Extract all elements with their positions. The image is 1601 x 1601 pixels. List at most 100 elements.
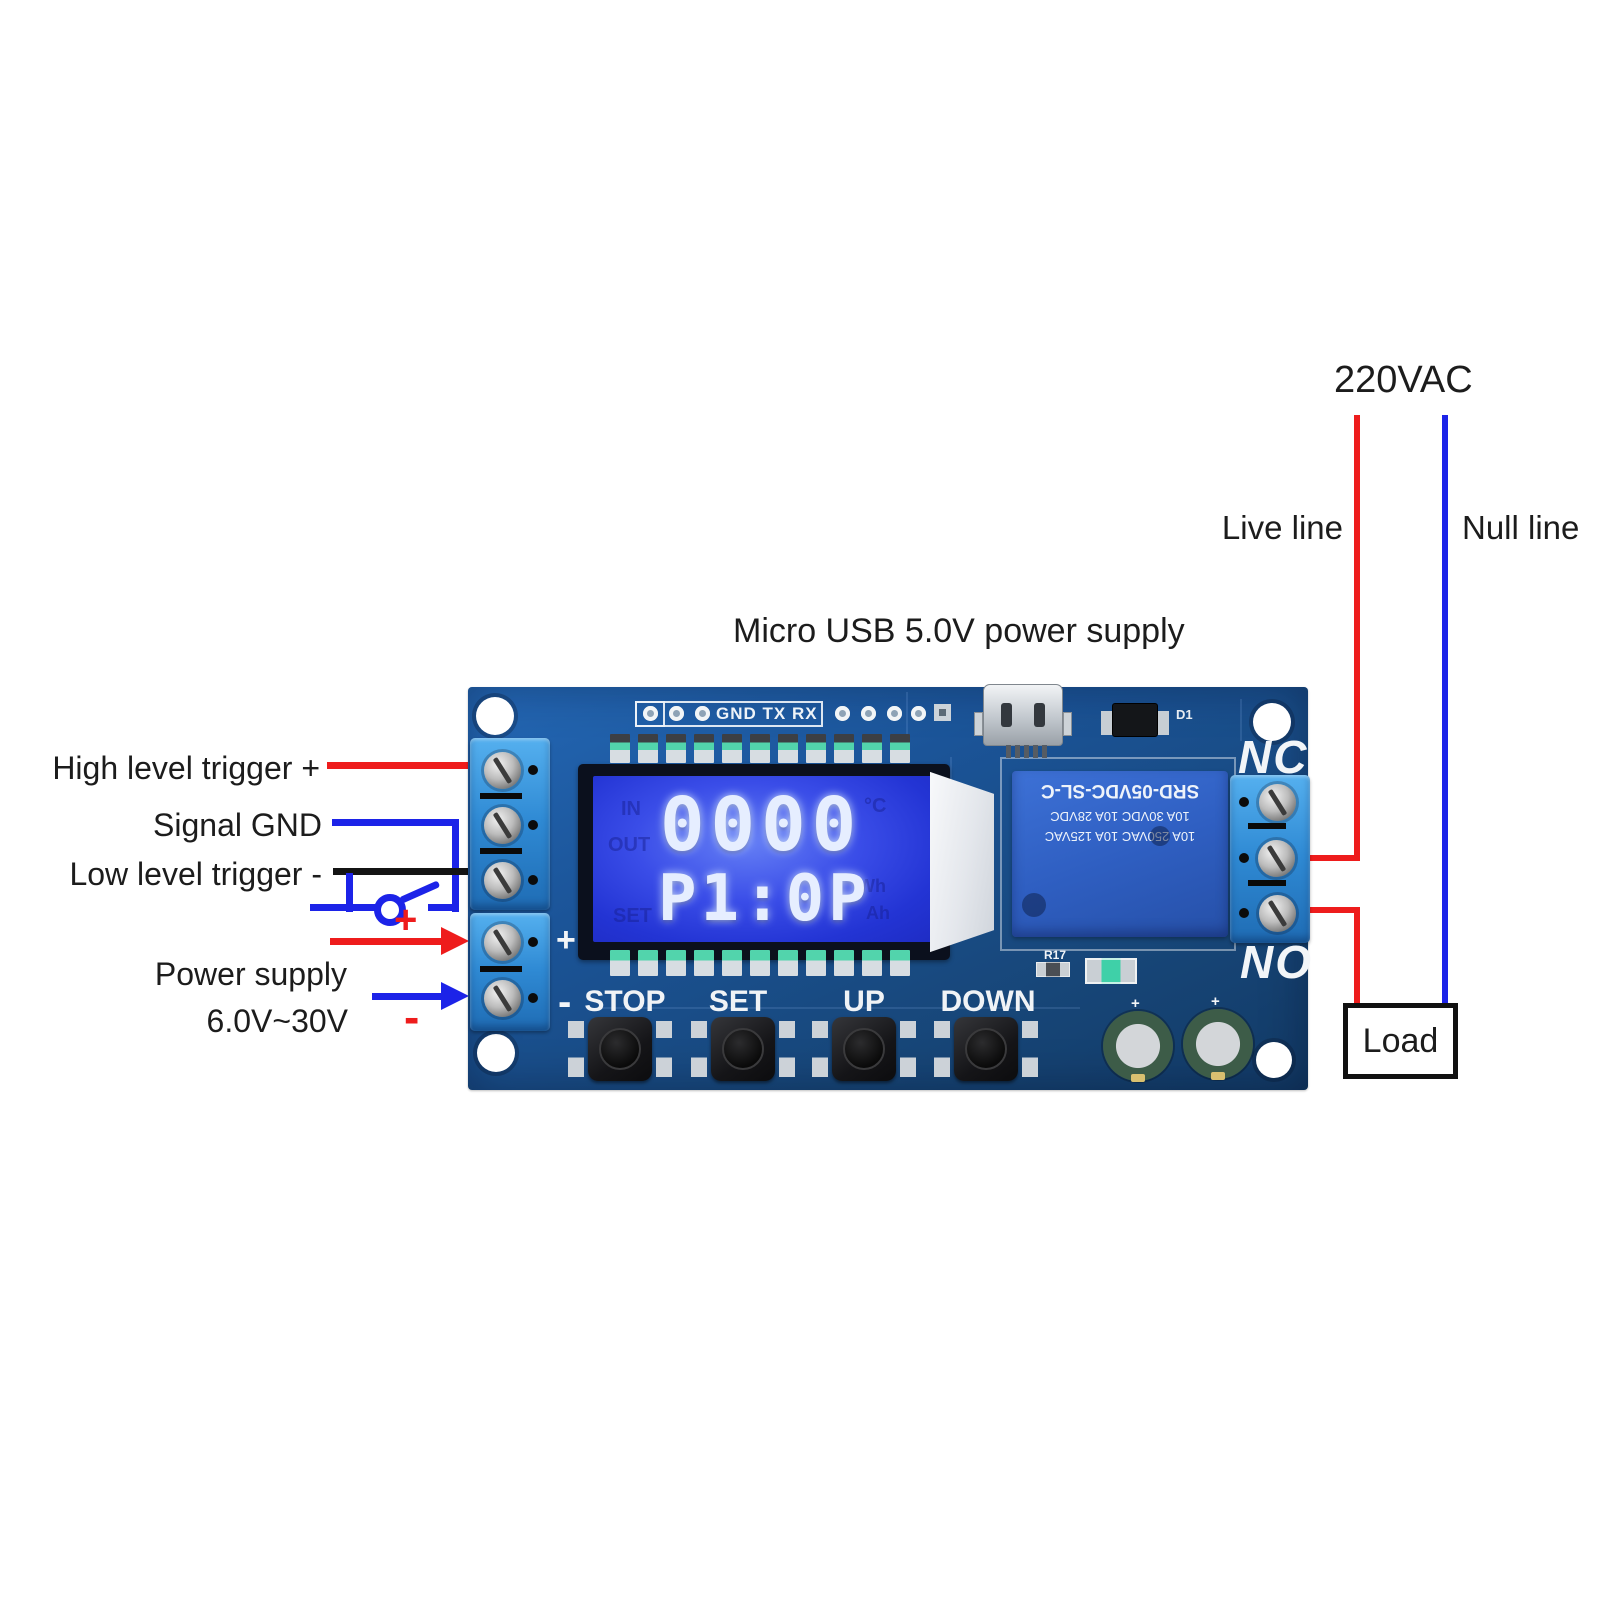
- no-wire-horizontal: [1284, 907, 1360, 913]
- lcd-ghost-out: OUT: [608, 834, 651, 856]
- mounting-hole: [477, 1034, 515, 1072]
- smd-component: [862, 950, 882, 976]
- smd-component: [806, 950, 826, 976]
- smd-component: [834, 734, 854, 763]
- smd-component: [890, 950, 910, 976]
- micro-usb-tab: [974, 712, 983, 736]
- terminal-divider: [1248, 823, 1286, 829]
- round-pad: [911, 706, 926, 721]
- round-pad: [643, 706, 658, 721]
- pcb-trace: [906, 692, 908, 758]
- smd-component: [722, 950, 742, 976]
- smd-component: [666, 734, 686, 763]
- smd-component: [806, 734, 826, 763]
- micro-usb-connector: [983, 684, 1063, 746]
- set-button-label: SET: [708, 985, 768, 1018]
- lcd-film-wedge: [930, 771, 994, 953]
- smd-component: [778, 734, 798, 763]
- relay: SRD-05VDC-SL-C 10A 30VDC 10A 28VDC 10A 2…: [1012, 771, 1228, 937]
- round-pad: [835, 706, 850, 721]
- supply-plus-mark: +: [394, 898, 418, 942]
- lcd-row1: 0000: [660, 782, 863, 868]
- supply-minus-arrowhead: [441, 982, 469, 1010]
- round-pad: [695, 706, 710, 721]
- square-pad: [934, 704, 951, 721]
- round-pad: [669, 706, 684, 721]
- switch-left-wire: [310, 904, 376, 911]
- switch-tap-wire: [346, 873, 353, 912]
- low-trigger-wire: [333, 868, 470, 875]
- micro-usb-pin: [1042, 745, 1047, 758]
- pcb-trace: [600, 1007, 1080, 1009]
- lcd-ghost-set: SET: [613, 905, 652, 927]
- lcd-ghost-ah: Ah: [866, 903, 890, 923]
- terminal-screw-vgnd: [484, 980, 521, 1017]
- terminal-screw-nc: [1259, 784, 1296, 821]
- micro-usb-pin: [1015, 745, 1020, 758]
- switch-right-wire: [428, 904, 459, 911]
- stop-button-label: STOP: [584, 985, 666, 1018]
- stop-button: [568, 1017, 672, 1081]
- smd-component: [722, 734, 742, 763]
- capacitor-plus-silk: +: [1211, 993, 1220, 1010]
- mounting-hole: [1253, 703, 1291, 741]
- smd-component: [778, 950, 798, 976]
- relay-dimple: [1022, 893, 1046, 917]
- voltage-range-label: 6.0V~30V: [206, 1003, 348, 1039]
- smd-component: [610, 950, 630, 976]
- load-label: Load: [1362, 1021, 1439, 1060]
- vin-plus-silk: +: [556, 921, 576, 959]
- serial-header-pin1-cell: [635, 701, 665, 727]
- diode-d1: [1112, 703, 1158, 737]
- terminal-screw-low: [484, 862, 521, 899]
- terminal-dot: [528, 993, 538, 1003]
- nc-label: NC: [1238, 731, 1309, 783]
- live-wire-to-com: [1284, 855, 1360, 861]
- relay-rating-text: 10A 30VDC 10A 28VDC: [1050, 809, 1190, 824]
- down-button-cap: [965, 1028, 1007, 1070]
- terminal-divider: [480, 966, 522, 972]
- lcd-ghost-celsius: °C: [864, 795, 887, 817]
- r17-silk: R17: [1044, 948, 1067, 962]
- up-button-label: UP: [843, 985, 885, 1018]
- signal-gnd-wire-drop: [452, 819, 459, 912]
- terminal-screw-no: [1259, 895, 1296, 932]
- terminal-dot: [1239, 797, 1249, 807]
- smd-component: [694, 950, 714, 976]
- micro-usb-pin: [1006, 745, 1011, 758]
- supply-minus-wire: [372, 993, 442, 1000]
- stop-button-cap: [599, 1028, 641, 1070]
- null-wire-vertical: [1442, 415, 1448, 1007]
- pcb-trace: [1240, 699, 1242, 741]
- up-button-cap: [843, 1028, 885, 1070]
- smd-component: [750, 950, 770, 976]
- supply-plus-wire: [330, 938, 442, 945]
- high-trigger-wire: [327, 762, 468, 769]
- down-button-label: DOWN: [940, 985, 1036, 1018]
- smd-component: [862, 734, 882, 763]
- terminal-dot: [528, 765, 538, 775]
- terminal-dot: [528, 937, 538, 947]
- set-button-cap: [722, 1028, 764, 1070]
- ac-voltage-label: 220VAC: [1334, 359, 1473, 401]
- live-wire-vertical: [1354, 415, 1360, 861]
- lcd-ghost-wh: Wh: [858, 876, 886, 896]
- smd-component: [666, 950, 686, 976]
- round-pad: [861, 706, 876, 721]
- smd-resistor: [1036, 962, 1070, 977]
- mounting-hole: [476, 697, 514, 735]
- smd-component: [890, 734, 910, 763]
- terminal-divider: [1248, 880, 1286, 886]
- supply-plus-arrowhead: [441, 927, 469, 955]
- down-button: [934, 1017, 1038, 1081]
- relay-model-text: SRD-05VDC-SL-C: [1040, 780, 1200, 801]
- round-pad: [887, 706, 902, 721]
- set-button: [691, 1017, 795, 1081]
- smd-component: [694, 734, 714, 763]
- smd-led: [1085, 958, 1137, 984]
- lcd-ghost-in: IN: [621, 798, 641, 820]
- smd-component: [638, 734, 658, 763]
- vin-minus-silk: -: [558, 980, 572, 1024]
- terminal-dot: [1239, 908, 1249, 918]
- high-trigger-label: High level trigger +: [52, 750, 320, 786]
